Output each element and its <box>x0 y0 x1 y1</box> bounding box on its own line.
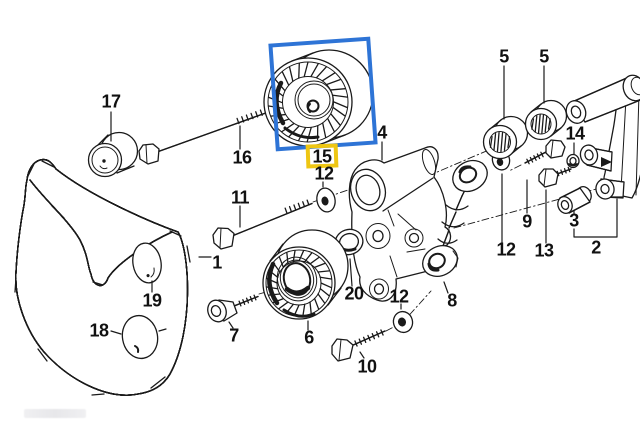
part-label-18[interactable]: 18 <box>89 320 109 341</box>
part-8-tensioner[interactable] <box>417 154 493 282</box>
part-1-belt[interactable] <box>15 158 189 396</box>
part-11-bolt[interactable] <box>212 199 313 250</box>
part-label-3[interactable]: 3 <box>569 210 579 231</box>
part-2-bracket[interactable] <box>563 72 640 200</box>
part-19-pulley-face[interactable] <box>130 241 165 285</box>
part-label-16[interactable]: 16 <box>232 147 252 168</box>
part-16-bolt[interactable] <box>138 107 271 165</box>
part-label-8[interactable]: 8 <box>447 290 457 311</box>
part-label-15-highlighted[interactable]: 15 <box>312 146 332 167</box>
part-label-6[interactable]: 6 <box>304 327 314 348</box>
part-label-7[interactable]: 7 <box>229 325 239 346</box>
part-9-bolt[interactable] <box>524 139 566 165</box>
part-15-pulley[interactable] <box>263 49 374 147</box>
part-label-14[interactable]: 14 <box>565 123 585 144</box>
part-label-5[interactable]: 5 <box>499 46 509 67</box>
part-6-pulley[interactable] <box>262 229 349 320</box>
part-label-11[interactable]: 11 <box>230 187 250 208</box>
part-12-washer-bottom[interactable] <box>391 309 415 334</box>
part-18-pulley-face[interactable] <box>119 313 161 361</box>
part-13-bolt[interactable] <box>538 166 572 188</box>
part-12-washer-left[interactable] <box>315 186 338 213</box>
part-label-17[interactable]: 17 <box>101 91 121 112</box>
part-14-ring[interactable] <box>566 153 580 169</box>
part-label-12[interactable]: 12 <box>314 163 334 184</box>
part-label-9[interactable]: 9 <box>522 211 532 232</box>
part-label-2[interactable]: 2 <box>591 237 601 258</box>
part-17-roller[interactable] <box>87 131 139 178</box>
part-label-5[interactable]: 5 <box>539 46 549 67</box>
part-10-bolt[interactable] <box>331 329 386 362</box>
part-label-4[interactable]: 4 <box>377 122 387 143</box>
watermark-smudge <box>24 409 86 418</box>
part-label-12[interactable]: 12 <box>389 286 409 307</box>
part-5-bearing-right[interactable] <box>524 99 568 141</box>
part-3-sleeve[interactable] <box>556 185 594 216</box>
part-label-10[interactable]: 10 <box>357 356 377 377</box>
part-label-12[interactable]: 12 <box>496 239 516 260</box>
part-label-13[interactable]: 13 <box>534 240 554 261</box>
group-bracket-2-3 <box>573 198 618 238</box>
part-label-19[interactable]: 19 <box>142 290 162 311</box>
arrow-marker <box>601 157 612 167</box>
leader-lines <box>110 65 618 359</box>
part-label-20[interactable]: 20 <box>344 283 364 304</box>
part-7-bolt[interactable] <box>205 294 259 324</box>
part-label-1[interactable]: 1 <box>212 252 222 273</box>
belt-shading <box>14 160 191 396</box>
part-5-bearing-left[interactable] <box>482 115 529 160</box>
